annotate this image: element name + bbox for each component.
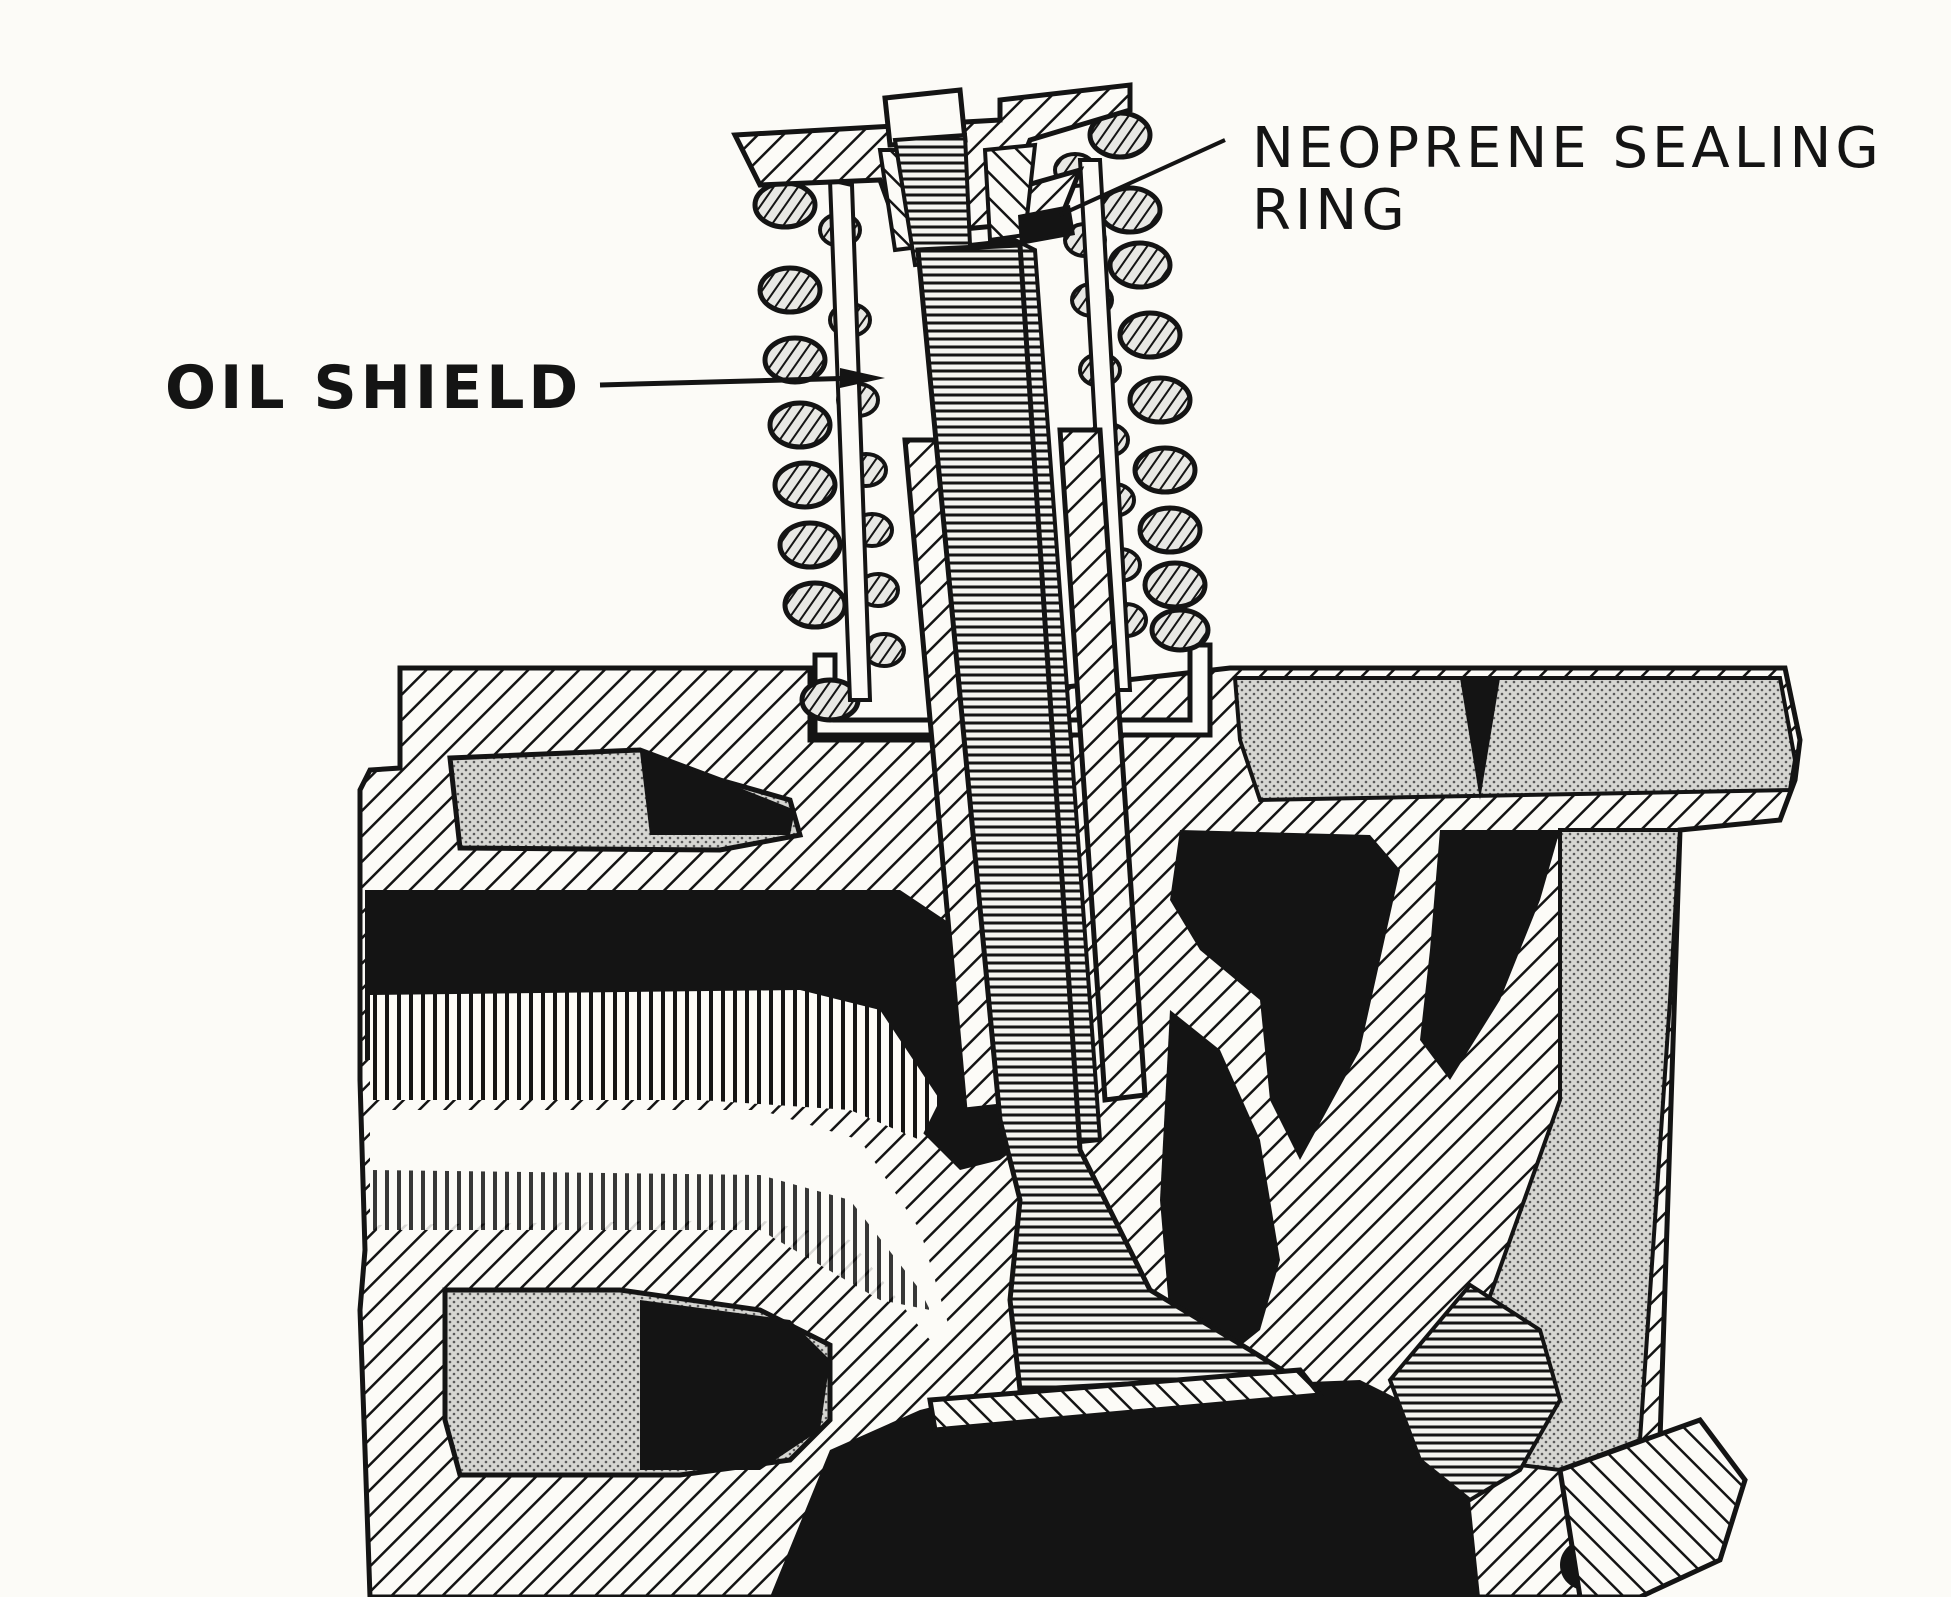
- spring-seat-cup: [812, 642, 1213, 738]
- leader-oil-shield-arrowhead: [840, 368, 885, 388]
- leader-oil-shield: [599, 375, 861, 388]
- cylinder-head: [357, 665, 1803, 1597]
- valve: [882, 87, 1325, 1433]
- leader-lines: [599, 138, 1226, 388]
- intake-port-lower-ruled: [370, 1170, 930, 1310]
- spark-plug-threads: [1387, 1282, 1563, 1503]
- jacket-divider: [1460, 678, 1500, 800]
- neoprene-sealing-ring-label: NEOPRENE SEALING RING: [1252, 118, 1883, 241]
- spring-coils-right: [1087, 110, 1211, 653]
- exhaust-chamber-upper: [1170, 830, 1400, 1160]
- combustion-chamber: [770, 1380, 1480, 1597]
- neoprene-label-line2: RING: [1252, 177, 1409, 243]
- exhaust-chamber-lower: [1160, 1010, 1280, 1370]
- jacket-shadow-upper-left: [640, 752, 795, 835]
- jacket-shadow-lower-left: [640, 1300, 830, 1470]
- intake-port-passage: [370, 1110, 950, 1340]
- water-jacket-top-right: [1232, 676, 1798, 803]
- leader-neoprene: [1059, 138, 1226, 217]
- spark-plug-body: [1557, 1417, 1748, 1597]
- oil-shield-label: OIL SHIELD: [165, 353, 583, 423]
- spring-coils-left: [752, 180, 861, 723]
- valve-head-face: [927, 1367, 1325, 1433]
- valve-guide-right-wall: [1057, 427, 1148, 1103]
- exhaust-chamber-right: [1420, 830, 1560, 1080]
- intake-port-ruled: [370, 990, 940, 1140]
- neoprene-label-line1: NEOPRENE SEALING: [1252, 116, 1883, 181]
